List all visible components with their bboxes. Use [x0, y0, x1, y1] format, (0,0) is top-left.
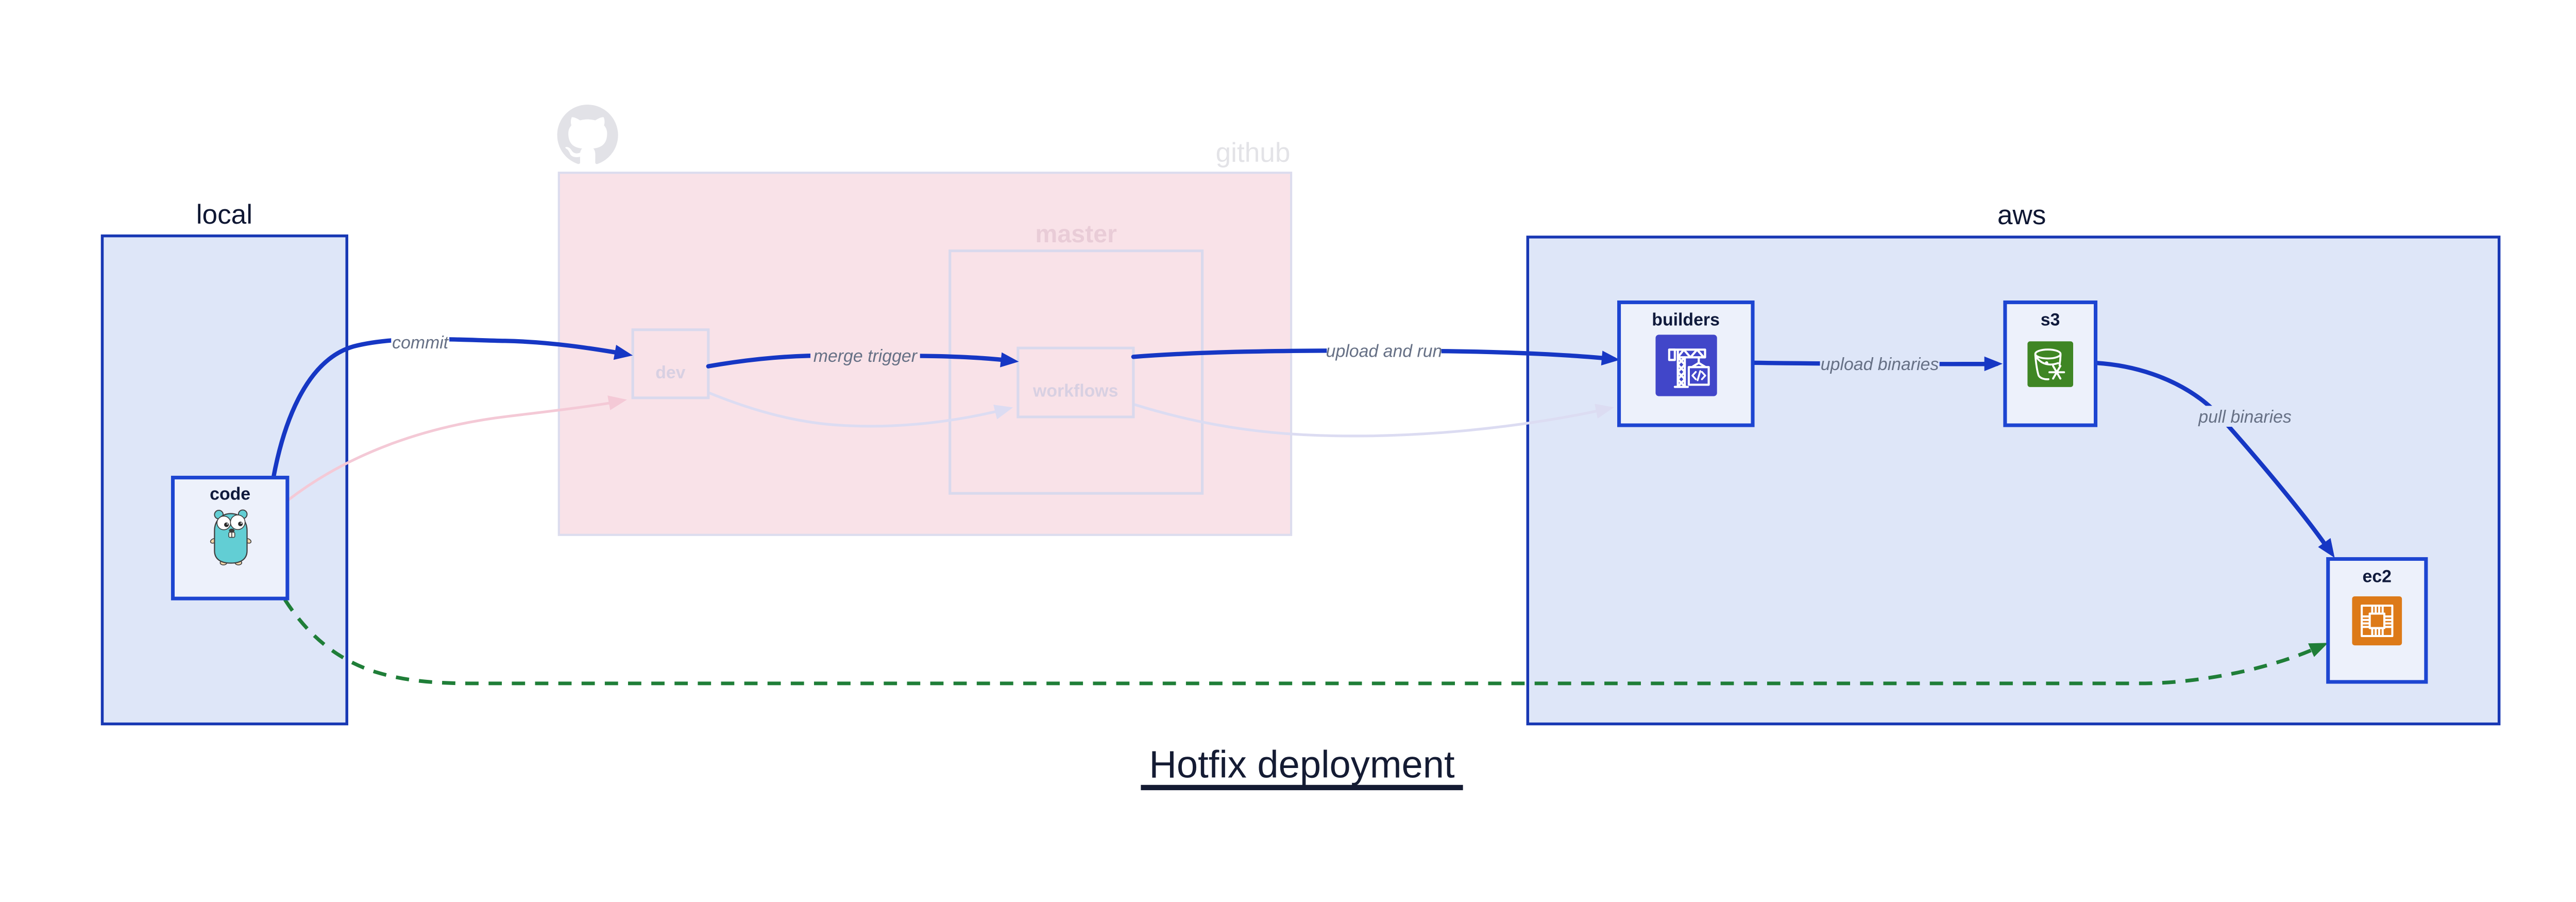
workflows-node-box	[1016, 346, 1135, 419]
ec2-node: ec2	[2326, 557, 2428, 684]
code-node: code	[171, 476, 290, 600]
local-group-label: local	[196, 199, 252, 230]
arrowhead	[1000, 352, 1019, 368]
workflows-node-label: workflows	[1032, 381, 1118, 400]
svg-text:pull binaries: pull binaries	[2198, 407, 2292, 427]
title-underline	[1141, 784, 1463, 791]
go-gopher-icon	[210, 509, 252, 565]
arrowhead	[993, 405, 1013, 420]
builders-node-label: builders	[1652, 310, 1720, 330]
master-group-label: master	[1035, 220, 1117, 248]
svg-text:upload binaries: upload binaries	[1821, 355, 1939, 374]
edge-faded-workflows-to-builders	[1132, 403, 1614, 438]
svg-text:upload and run: upload and run	[1326, 341, 1443, 361]
aws-codebuild-icon	[1655, 335, 1717, 396]
code-node-label: code	[210, 484, 250, 504]
github-group-label: github	[1216, 138, 1291, 168]
aws-s3-glacier-icon	[2027, 341, 2074, 387]
arrowhead	[2318, 538, 2335, 558]
svg-text:merge trigger: merge trigger	[814, 346, 918, 366]
ec2-node-label: ec2	[2363, 567, 2392, 587]
arrowhead	[2308, 643, 2328, 657]
edge-label-merge-trigger: merge trigger	[810, 345, 920, 366]
diagram-title: Hotfix deployment	[1141, 743, 1463, 791]
arrowhead	[1601, 350, 1620, 366]
svg-text:Hotfix deployment: Hotfix deployment	[1149, 743, 1455, 786]
arrowhead	[607, 395, 627, 410]
arrowhead	[1595, 404, 1614, 419]
edge-faded-dev-to-workflows	[707, 391, 1013, 428]
svg-text:commit: commit	[392, 333, 449, 353]
edge-hotfix-dashed	[283, 598, 2328, 686]
s3-node: s3	[2003, 300, 2098, 427]
edge-faded-code-to-dev	[286, 395, 627, 502]
dev-node-box	[631, 328, 710, 399]
builders-node: builders	[1617, 300, 1755, 427]
edge-label-upload-binaries: upload binaries	[1820, 353, 1940, 375]
aws-group-label: aws	[1997, 200, 2046, 230]
aws-ec2-chip-icon	[2352, 596, 2402, 646]
edge-label-upload-and-run: upload and run	[1326, 340, 1443, 362]
edge-label-pull-binaries: pull binaries	[2198, 406, 2292, 427]
s3-node-label: s3	[2041, 310, 2060, 330]
master-group-box	[948, 249, 1204, 495]
github-octocat-icon	[557, 105, 618, 164]
arrowhead	[1984, 356, 2003, 371]
edge-label-commit: commit	[391, 331, 450, 354]
dev-node-label: dev	[655, 363, 685, 382]
arrowhead	[613, 345, 633, 360]
